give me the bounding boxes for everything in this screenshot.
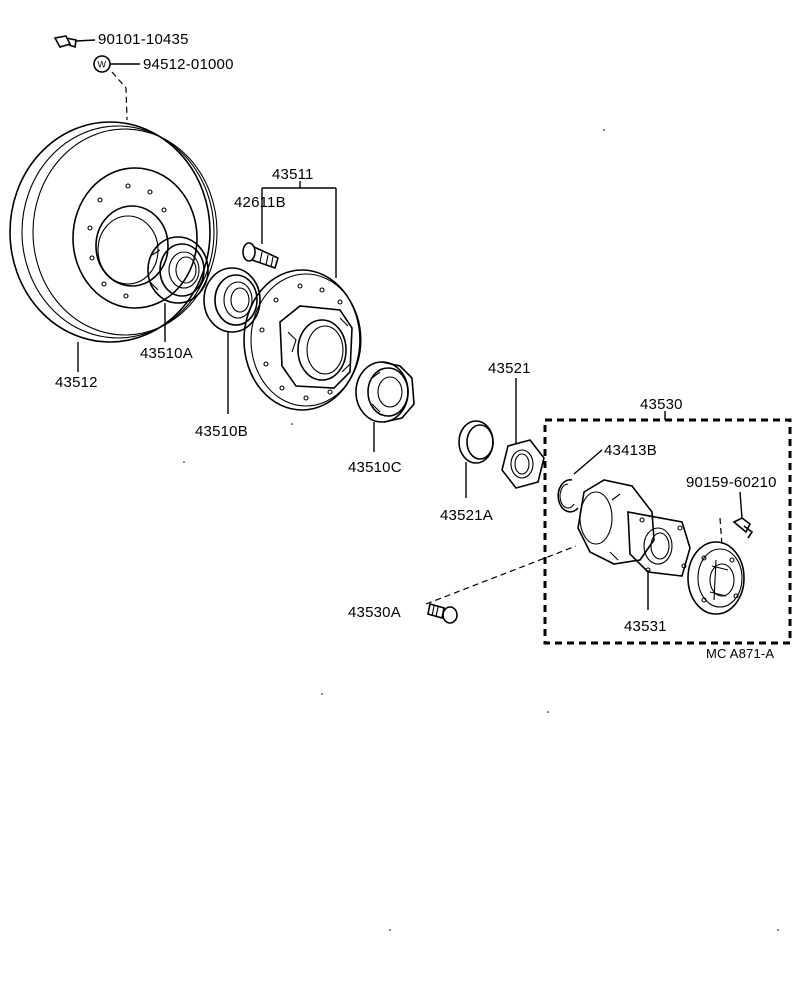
label-43521a: 43521A <box>440 507 493 524</box>
label-90101-10435: 90101-10435 <box>98 31 189 48</box>
scan-specks <box>183 129 779 931</box>
hub-43511 <box>243 269 362 411</box>
label-43511: 43511 <box>272 166 314 183</box>
free-wheel-hub-box-43530 <box>543 411 792 645</box>
hub-bracket-43511 <box>261 181 337 278</box>
label-43510b: 43510B <box>195 423 248 440</box>
hub-bolt-holes <box>259 283 343 401</box>
label-43531: 43531 <box>624 618 667 635</box>
hub-body-43531 <box>577 479 691 610</box>
washer-43521a <box>458 420 494 498</box>
snap-ring-43413b <box>557 449 603 513</box>
bearing-43510a <box>147 236 209 342</box>
label-43510a: 43510A <box>140 345 193 362</box>
label-43510c: 43510C <box>348 459 402 476</box>
disc-rotor-43512 <box>9 121 218 372</box>
bearing-43510c <box>355 361 415 452</box>
label-90159-60210: 90159-60210 <box>686 474 777 491</box>
label-42611b: 42611B <box>234 194 286 211</box>
nut-43521 <box>501 378 545 489</box>
hub-bolt-42611b <box>242 242 279 270</box>
bolt-90159-60210 <box>732 491 754 539</box>
hub-flange-cap <box>687 517 745 615</box>
label-43530a: 43530A <box>348 604 401 621</box>
washer-symbol: W <box>98 60 107 70</box>
washer-94512-01000: W <box>93 55 140 121</box>
bolt-90101-10435 <box>53 35 96 49</box>
bolt-43530a <box>425 545 577 624</box>
label-43512: 43512 <box>55 374 98 391</box>
label-43521: 43521 <box>488 360 531 377</box>
rotor-bolt-holes <box>87 183 167 299</box>
label-43530: 43530 <box>640 396 683 413</box>
catalog-code: MC A871-A <box>706 646 774 661</box>
label-94512-01000: 94512-01000 <box>143 56 234 73</box>
label-43413b: 43413B <box>604 442 657 459</box>
bearing-43510b <box>203 267 261 414</box>
